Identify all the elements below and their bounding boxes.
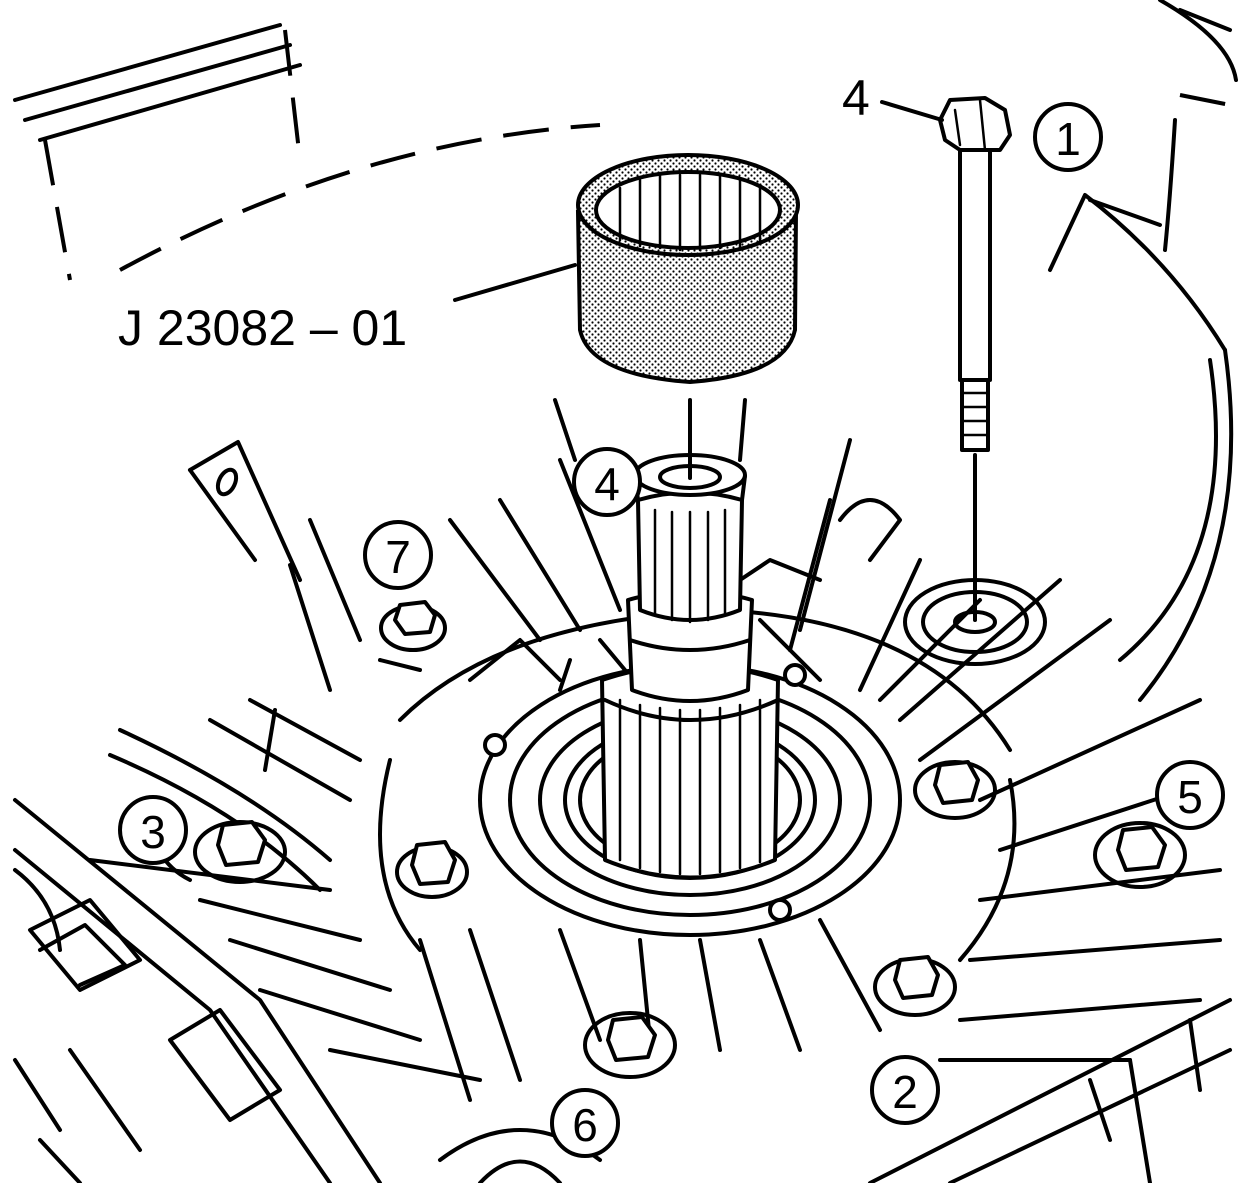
- sleeve-tool: [575, 153, 800, 385]
- dowel-pin: [483, 733, 507, 757]
- case-ribs: [88, 398, 1222, 1102]
- housing-arc: [1118, 348, 1234, 702]
- bolt-right: [1093, 821, 1187, 889]
- bolt-center-left: [395, 840, 469, 899]
- callout-number: 1: [1055, 113, 1081, 165]
- callout-4: 4: [572, 447, 642, 517]
- callout-number: 4: [594, 458, 620, 510]
- callout-1: 1: [1033, 102, 1103, 172]
- callout-3: 3: [118, 795, 188, 865]
- callout-5: 5: [1155, 760, 1225, 830]
- seal-and-shaft: [478, 398, 902, 937]
- bolt-3: [193, 820, 287, 884]
- bolt-5: [913, 760, 997, 820]
- tool-label: J 23082 – 01: [118, 300, 407, 356]
- callout-number: 5: [1177, 771, 1203, 823]
- callout-number: 2: [892, 1066, 918, 1118]
- callout-number: 7: [385, 531, 411, 583]
- bolt-hole: [903, 578, 1047, 666]
- dowel-pin: [768, 898, 792, 922]
- bolt-2: [873, 955, 957, 1017]
- leader-lines: [453, 100, 944, 302]
- bolt-7: [379, 600, 447, 652]
- mounting-bracket: [188, 440, 302, 582]
- callout-7: 7: [363, 520, 433, 590]
- callout-number: 3: [140, 806, 166, 858]
- callout-2: 2: [870, 1055, 940, 1125]
- lower-right-housing: [868, 998, 1232, 1183]
- bolt-label: 4: [842, 70, 870, 126]
- callout-6: 6: [550, 1088, 620, 1158]
- lower-housing: [13, 798, 602, 1183]
- bolt-4: [938, 96, 1012, 622]
- bolt-6: [583, 1011, 677, 1079]
- dowel-pin: [783, 663, 807, 687]
- bolt-heads: [193, 600, 1187, 1079]
- callout-number: 6: [572, 1099, 598, 1151]
- housing-background: [13, 0, 1238, 352]
